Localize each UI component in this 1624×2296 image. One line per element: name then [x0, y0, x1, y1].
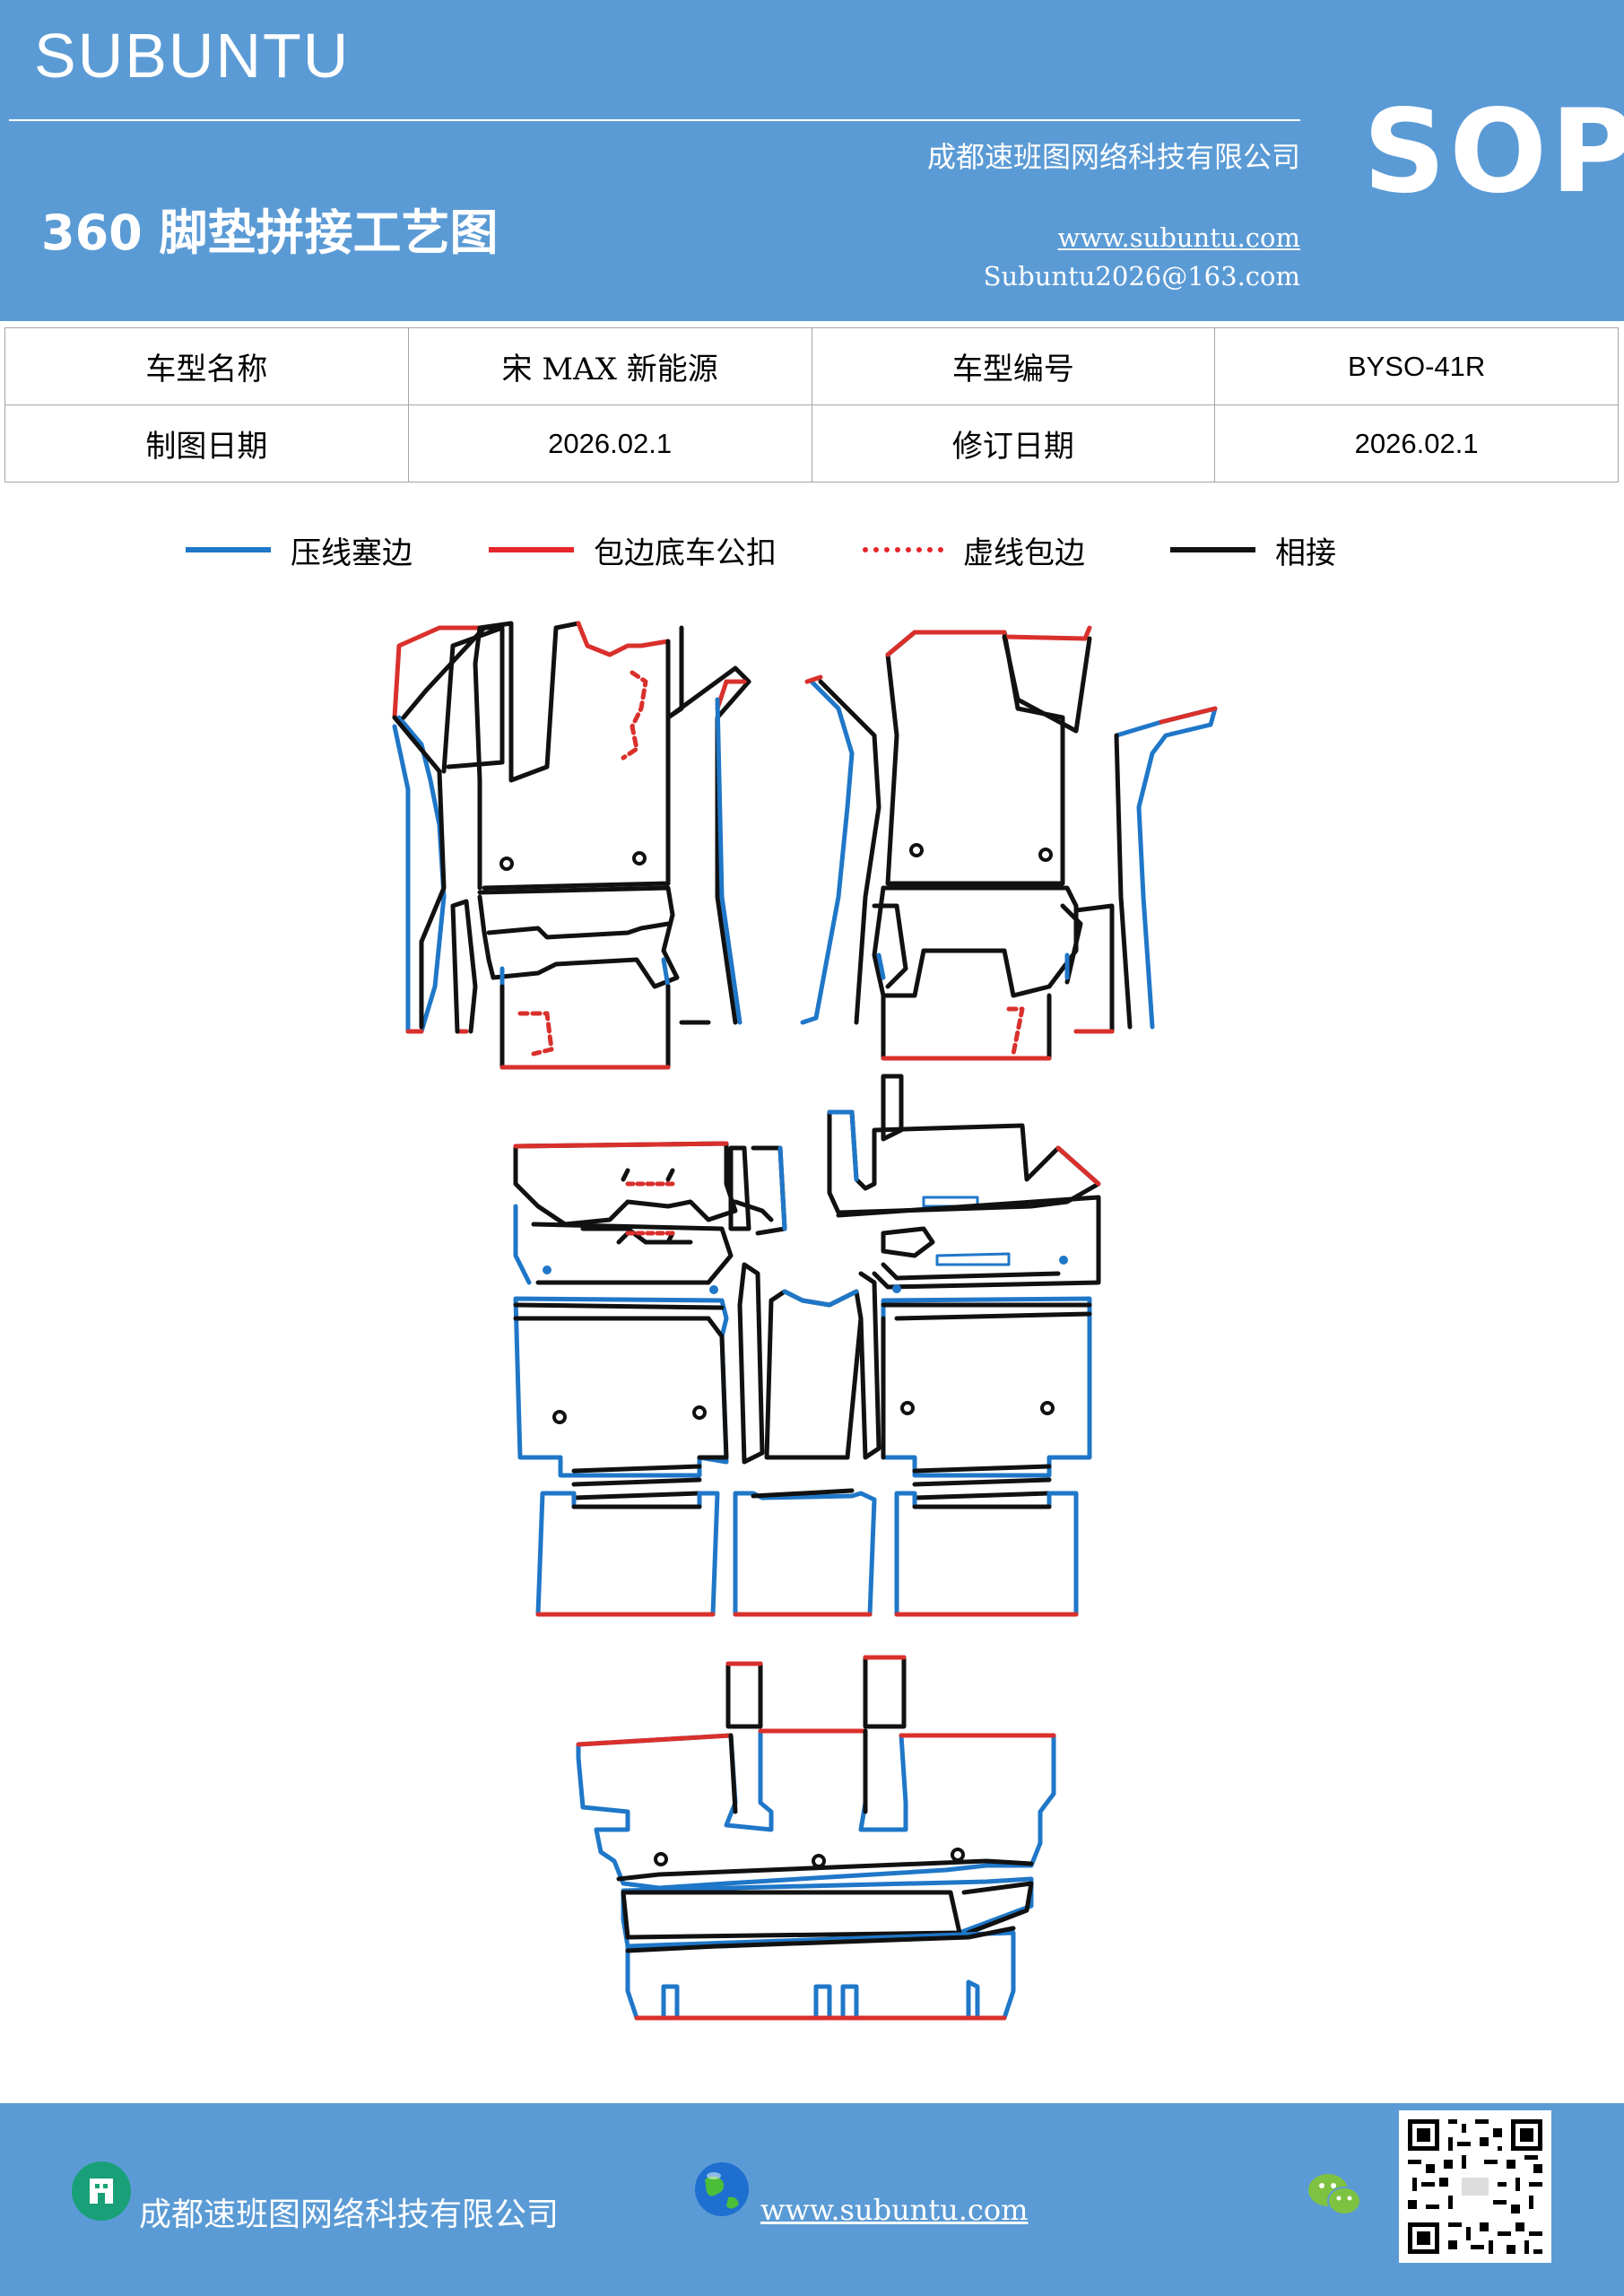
legend-label: 压线塞边	[291, 535, 413, 571]
brand-logo-text: SUBUNTU	[34, 21, 351, 91]
second-row-mat	[513, 1074, 1101, 1617]
model-code-value: BYSO-41R	[1214, 327, 1619, 405]
legend-swatch	[186, 547, 271, 552]
front-right-mat	[800, 625, 1218, 1061]
revision-date-value: 2026.02.1	[1214, 404, 1619, 483]
globe-icon	[692, 2160, 751, 2219]
legend-swatch	[489, 547, 574, 552]
header-website-link[interactable]: www.subuntu.com	[1057, 222, 1300, 253]
legend-label: 包边底车公扣	[594, 535, 777, 571]
legend-swatch	[863, 547, 943, 552]
header-banner	[0, 0, 1624, 321]
qr-code	[1399, 2110, 1551, 2263]
legend-item-dotted-wrap: 虚线包边	[863, 527, 1085, 572]
draw-date-value: 2026.02.1	[407, 404, 812, 483]
header-company-name: 成都速班图网络科技有限公司	[926, 140, 1300, 174]
footer-company-name: 成都速班图网络科技有限公司	[139, 2196, 560, 2233]
footer-website-link[interactable]: www.subuntu.com	[760, 2193, 1029, 2227]
legend-label: 相接	[1275, 535, 1336, 571]
sop-badge: SOP	[1363, 85, 1624, 219]
wechat-icon	[1305, 2169, 1364, 2221]
model-name-label: 车型名称	[4, 327, 409, 405]
draw-date-label: 制图日期	[4, 404, 409, 483]
legend-label: 虚线包边	[963, 535, 1085, 571]
revision-date-label: 修订日期	[811, 404, 1216, 483]
header-divider	[9, 119, 1300, 121]
third-row-mat	[576, 1655, 1056, 2021]
legend-item-wrap-edge: 包边底车公扣	[489, 527, 777, 572]
table-row: 车型名称 宋 MAX 新能源 车型编号 BYSO-41R	[4, 327, 1619, 405]
legend-item-press-line: 压线塞边	[186, 527, 413, 572]
front-left-mat	[392, 621, 751, 1070]
floor-mat-layout-diagram	[392, 621, 1218, 2021]
legend-item-join: 相接	[1170, 527, 1336, 572]
table-row: 制图日期 2026.02.1 修订日期 2026.02.1	[4, 404, 1619, 483]
building-icon	[72, 2161, 131, 2221]
model-code-label: 车型编号	[811, 327, 1216, 405]
header-email: Subuntu2026@163.com	[983, 261, 1300, 291]
legend-swatch	[1170, 547, 1255, 552]
model-name-value: 宋 MAX 新能源	[407, 327, 812, 405]
document-title: 360 脚垫拼接工艺图	[41, 204, 499, 261]
vehicle-info-table: 车型名称 宋 MAX 新能源 车型编号 BYSO-41R 制图日期 2026.0…	[4, 327, 1619, 483]
